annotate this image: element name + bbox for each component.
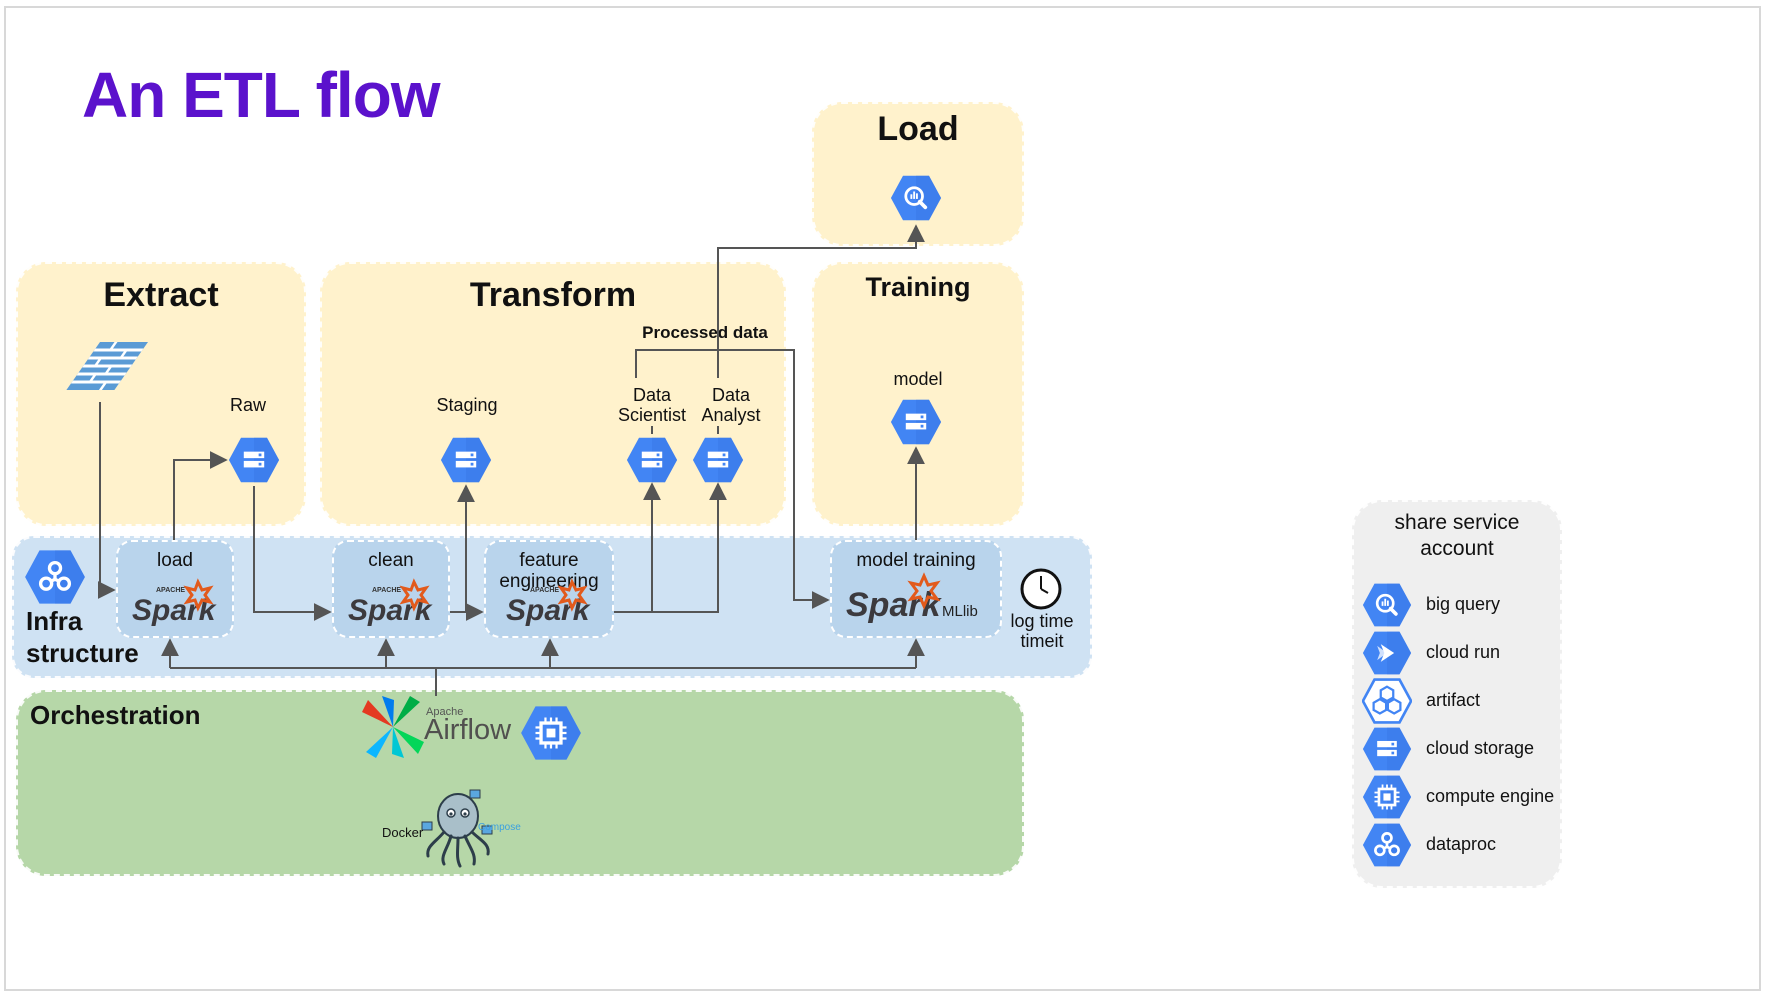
load-to-raw-arrow xyxy=(173,451,228,540)
feature-to-analyst-arrow xyxy=(652,482,727,613)
svg-text:APACHE: APACHE xyxy=(156,587,185,594)
legend-title-line2: account xyxy=(1420,537,1494,560)
processed-to-bigquery-arrow xyxy=(717,224,925,378)
slide-frame xyxy=(4,6,1761,991)
spark-mllib-logo-icon: Spark MLlib xyxy=(846,572,978,624)
data-scientist-label-1: Data xyxy=(632,385,672,405)
log-time-label-2: timeit xyxy=(1020,631,1064,651)
data-analyst-label-2: Analyst xyxy=(701,405,761,425)
processed-to-training-arrow xyxy=(635,349,830,609)
dataproc-icon xyxy=(1362,820,1418,876)
staging-bucket-label: Staging xyxy=(436,395,498,415)
legend-item-dataproc: dataproc xyxy=(1362,820,1582,870)
svg-text:APACHE: APACHE xyxy=(530,587,559,594)
model-training-job-box: model training Spark MLlib xyxy=(830,540,1002,638)
extract-title: Extract xyxy=(103,276,219,314)
clock-icon xyxy=(1020,568,1062,610)
data-analyst-label-1: Data xyxy=(711,385,751,405)
load-job-box: load APACHE Spark xyxy=(116,540,234,638)
feature-engineering-job-box: feature engineering APACHE Spark xyxy=(484,540,614,638)
clean-job-label: clean xyxy=(368,550,414,571)
legend-label: dataproc xyxy=(1426,834,1497,854)
transform-title: Transform xyxy=(469,276,637,314)
airflow-small-label: Apache xyxy=(426,706,464,718)
legend-item-big-query: big query xyxy=(1362,580,1582,630)
legend-label: artifact xyxy=(1426,690,1481,710)
clean-job-box: clean APACHE Spark xyxy=(332,540,450,638)
processed-data-label: Processed data xyxy=(642,323,768,342)
legend-item-compute-engine: compute engine xyxy=(1362,772,1582,822)
orchestration-title: Orchestration xyxy=(30,700,201,730)
airflow-label: Airflow xyxy=(424,714,512,746)
docker-compose-octopus-icon xyxy=(421,789,493,868)
feature-engineering-label-1: feature xyxy=(519,550,579,571)
model-training-label: model training xyxy=(856,550,976,571)
model-bucket-label: model xyxy=(893,369,943,389)
page-title: An ETL flow xyxy=(82,59,441,131)
infra-label-line2: structure xyxy=(26,638,139,668)
legend-label: compute engine xyxy=(1426,786,1555,806)
data-source-icon xyxy=(66,342,148,390)
load-job-label: load xyxy=(157,550,193,571)
log-time-label-1: log time xyxy=(1010,611,1074,631)
legend-item-artifact: artifact xyxy=(1362,676,1582,726)
spark-logo-icon: APACHE Spark xyxy=(132,578,217,627)
svg-text:Spark: Spark xyxy=(846,586,943,624)
airflow-logo-icon xyxy=(362,696,424,758)
legend-title-line1: share service xyxy=(1394,511,1520,534)
infra-label-line1: Infra xyxy=(26,606,83,636)
svg-text:MLlib: MLlib xyxy=(942,603,978,620)
legend-item-cloud-run: cloud run xyxy=(1362,628,1582,678)
legend-label: big query xyxy=(1426,594,1501,614)
compose-label: Compose xyxy=(478,822,521,833)
legend-label: cloud storage xyxy=(1426,738,1535,758)
source-to-load-arrow xyxy=(97,402,116,599)
orchestration-panel xyxy=(16,690,1024,876)
load-panel xyxy=(812,102,1024,246)
legend-label: cloud run xyxy=(1426,642,1501,662)
spark-logo-icon: APACHE Spark xyxy=(348,578,433,627)
load-title: Load xyxy=(877,110,959,148)
spark-logo-icon: APACHE Spark xyxy=(506,578,591,627)
training-title: Training xyxy=(865,272,971,302)
feature-to-scientist-arrow xyxy=(614,482,661,613)
svg-text:APACHE: APACHE xyxy=(372,587,401,594)
raw-to-clean-arrow xyxy=(253,486,332,621)
training-panel xyxy=(812,262,1024,526)
docker-label: Docker xyxy=(382,825,424,840)
raw-bucket-label: Raw xyxy=(229,395,266,415)
data-scientist-label-2: Scientist xyxy=(617,405,687,425)
legend-item-cloud-storage: cloud storage xyxy=(1362,724,1582,774)
